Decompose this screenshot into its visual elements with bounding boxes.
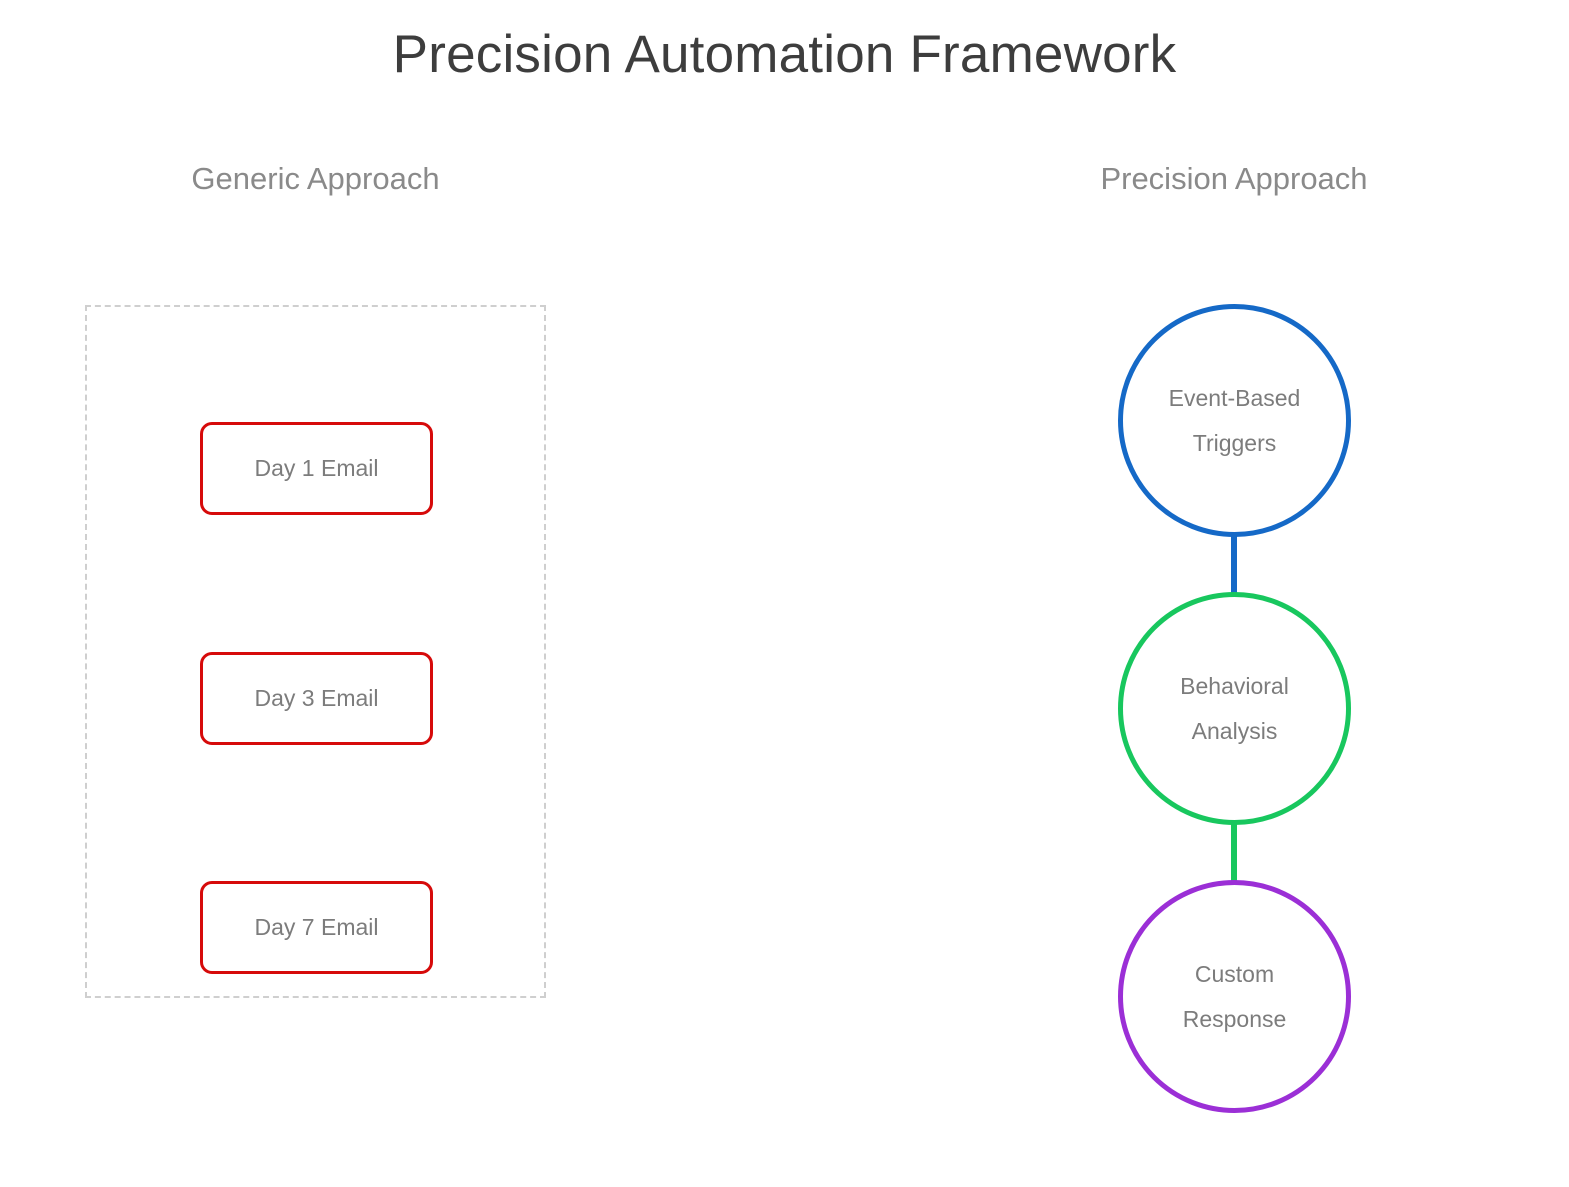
stage-label-line2: Triggers bbox=[1192, 429, 1277, 456]
email-box-day-7[interactable]: Day 7 Email bbox=[200, 881, 433, 974]
connector-analysis-to-response bbox=[1231, 821, 1237, 883]
email-box-label: Day 3 Email bbox=[254, 685, 379, 711]
stage-circle-custom-response[interactable]: Custom Response bbox=[1118, 880, 1351, 1113]
stage-circle-event-based-triggers[interactable]: Event-Based Triggers bbox=[1118, 304, 1351, 537]
generic-approach-heading: Generic Approach bbox=[191, 161, 440, 196]
email-box-label: Day 1 Email bbox=[254, 455, 379, 481]
page-title: Precision Automation Framework bbox=[392, 25, 1177, 84]
stage-label-line1: Custom bbox=[1194, 960, 1275, 987]
email-box-label: Day 7 Email bbox=[254, 914, 379, 940]
stage-label-line2: Analysis bbox=[1191, 717, 1278, 744]
stage-label-line1: Event-Based bbox=[1168, 384, 1301, 411]
stage-label-line1: Behavioral bbox=[1180, 672, 1289, 699]
stage-label-line2: Response bbox=[1182, 1005, 1287, 1032]
generic-approach-container bbox=[85, 305, 546, 998]
email-box-day-3[interactable]: Day 3 Email bbox=[200, 652, 433, 745]
stage-circle-behavioral-analysis[interactable]: Behavioral Analysis bbox=[1118, 592, 1351, 825]
connector-triggers-to-analysis bbox=[1231, 533, 1237, 595]
email-box-day-1[interactable]: Day 1 Email bbox=[200, 422, 433, 515]
precision-approach-heading: Precision Approach bbox=[1100, 161, 1368, 196]
